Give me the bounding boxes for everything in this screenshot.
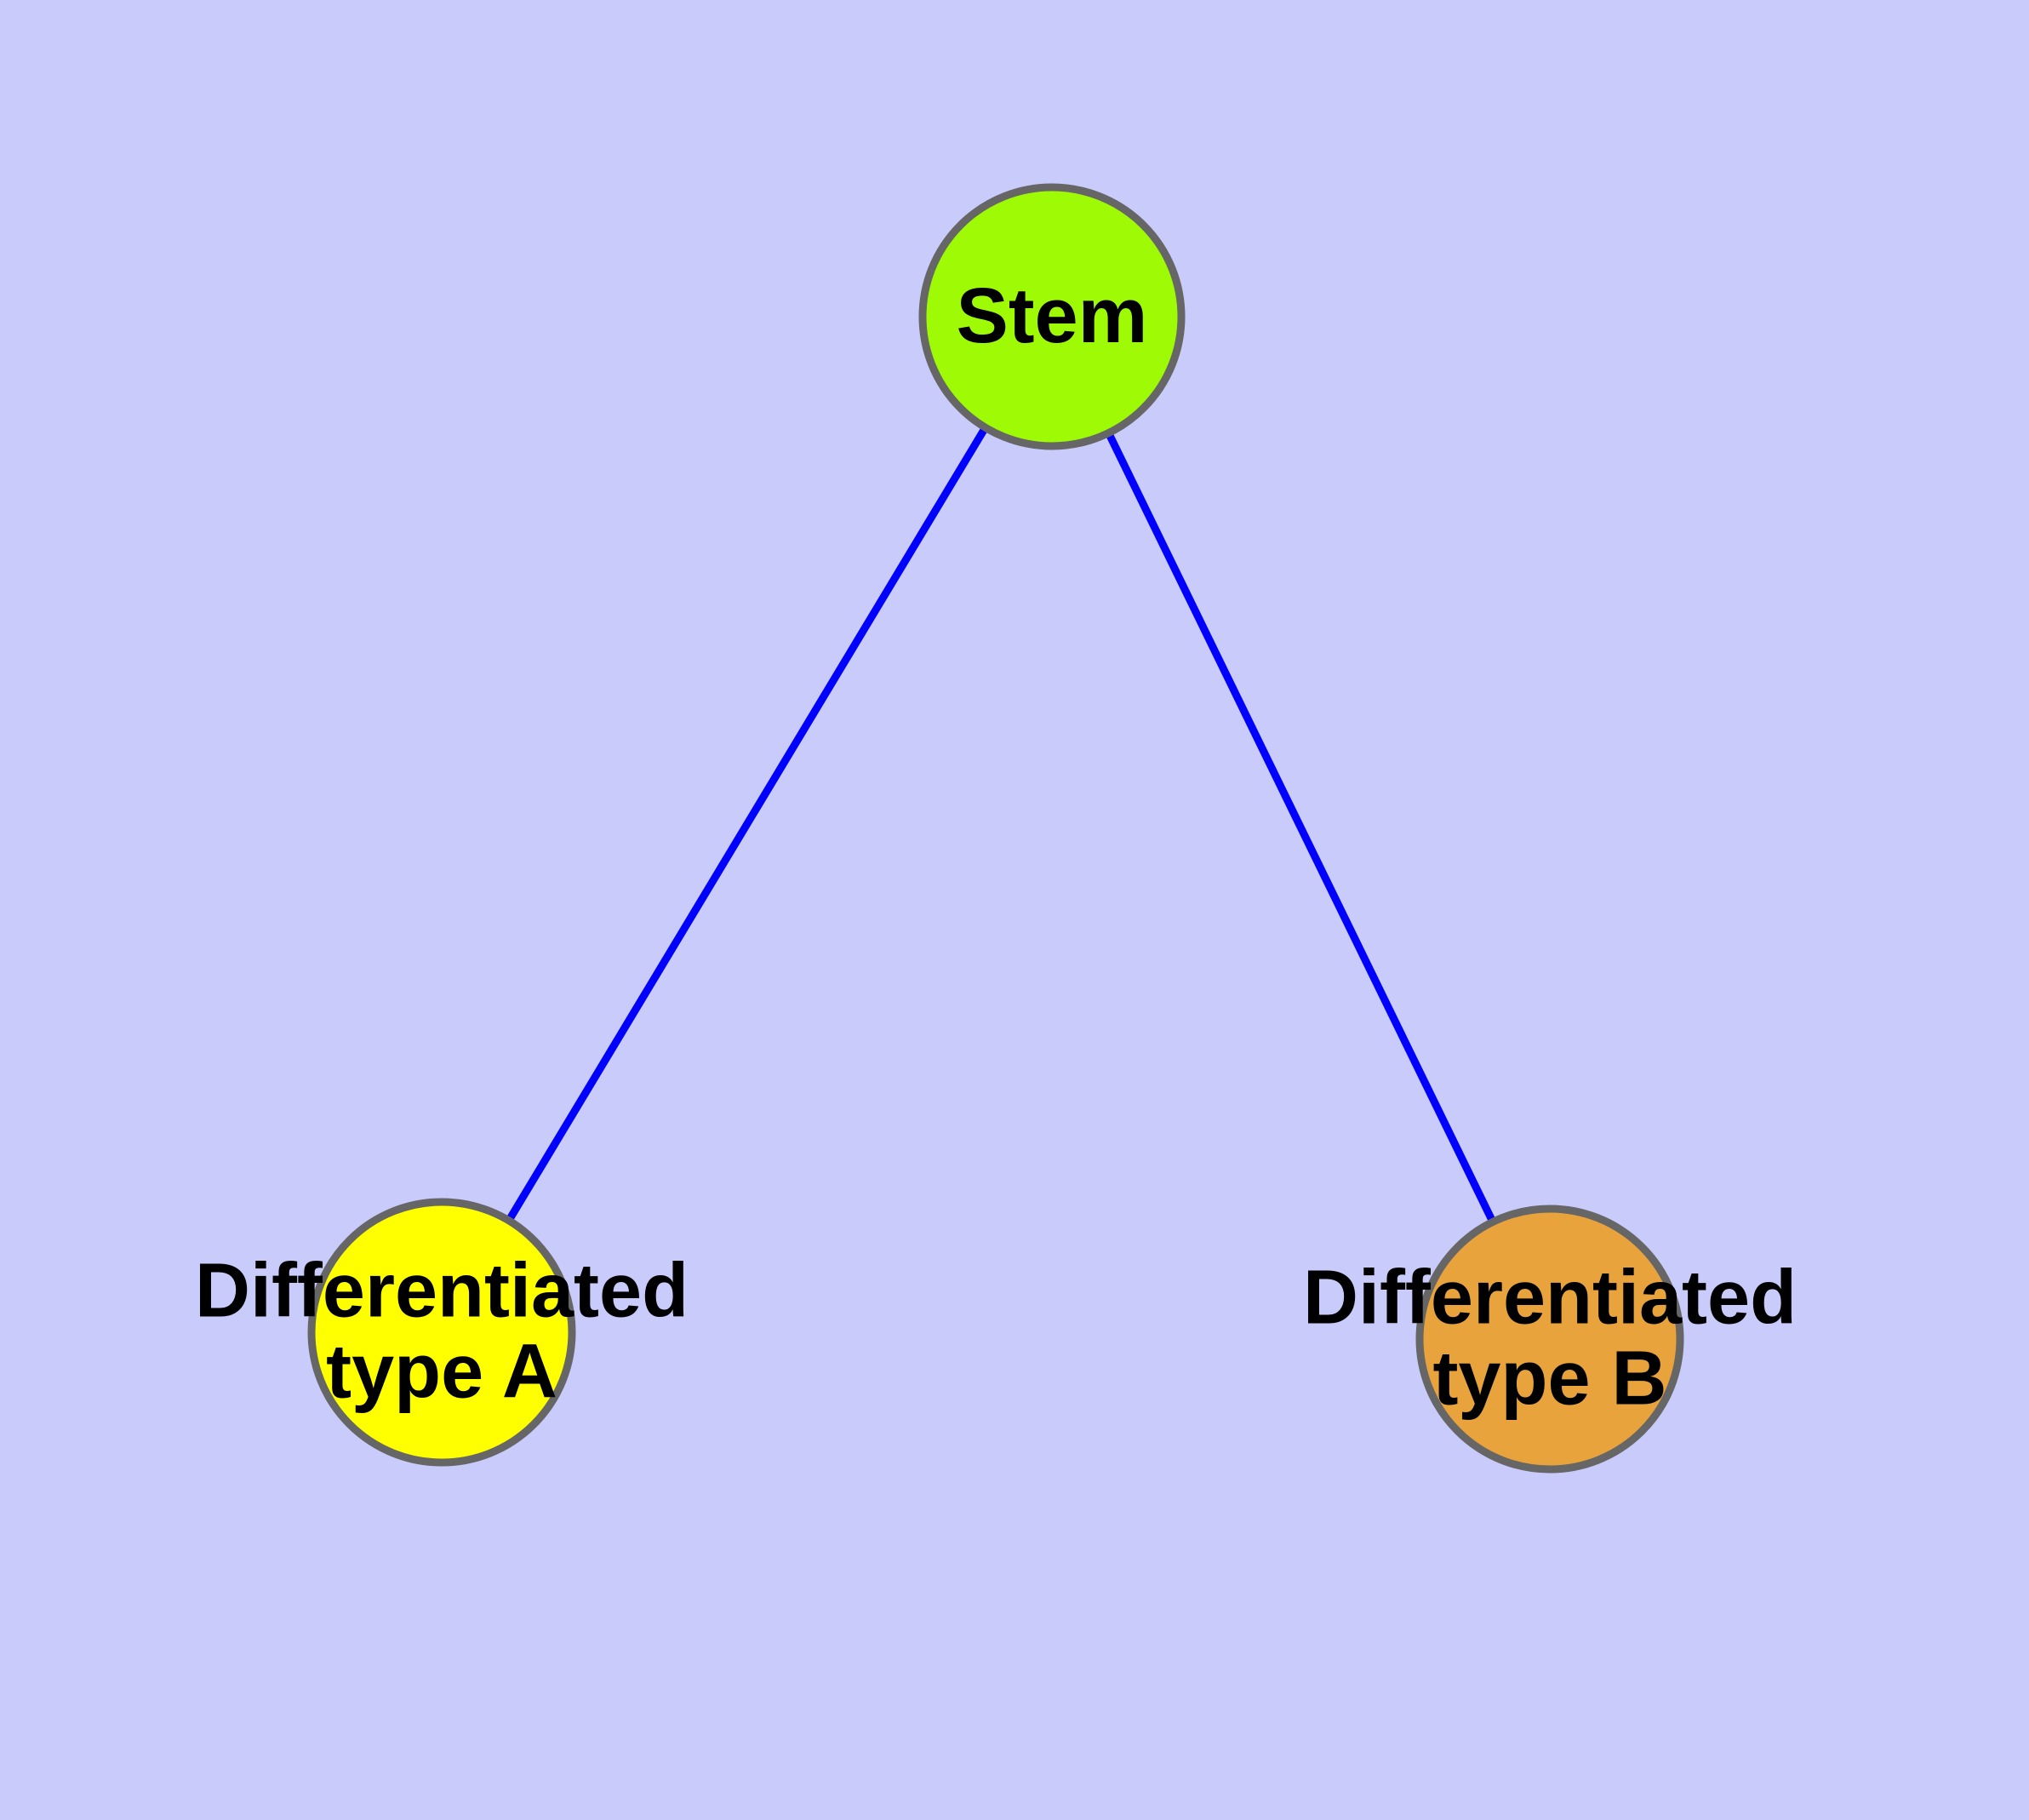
nodes-layer bbox=[307, 183, 1684, 1474]
edge-stem-diff-b bbox=[1048, 315, 1554, 1341]
node-circle-diff-b[interactable] bbox=[1415, 1205, 1684, 1474]
node-circle-diff-a[interactable] bbox=[307, 1198, 576, 1467]
node-circle-stem[interactable] bbox=[918, 183, 1186, 450]
edge-stem-diff-a bbox=[438, 314, 1055, 1335]
edges-layer bbox=[438, 314, 1554, 1341]
